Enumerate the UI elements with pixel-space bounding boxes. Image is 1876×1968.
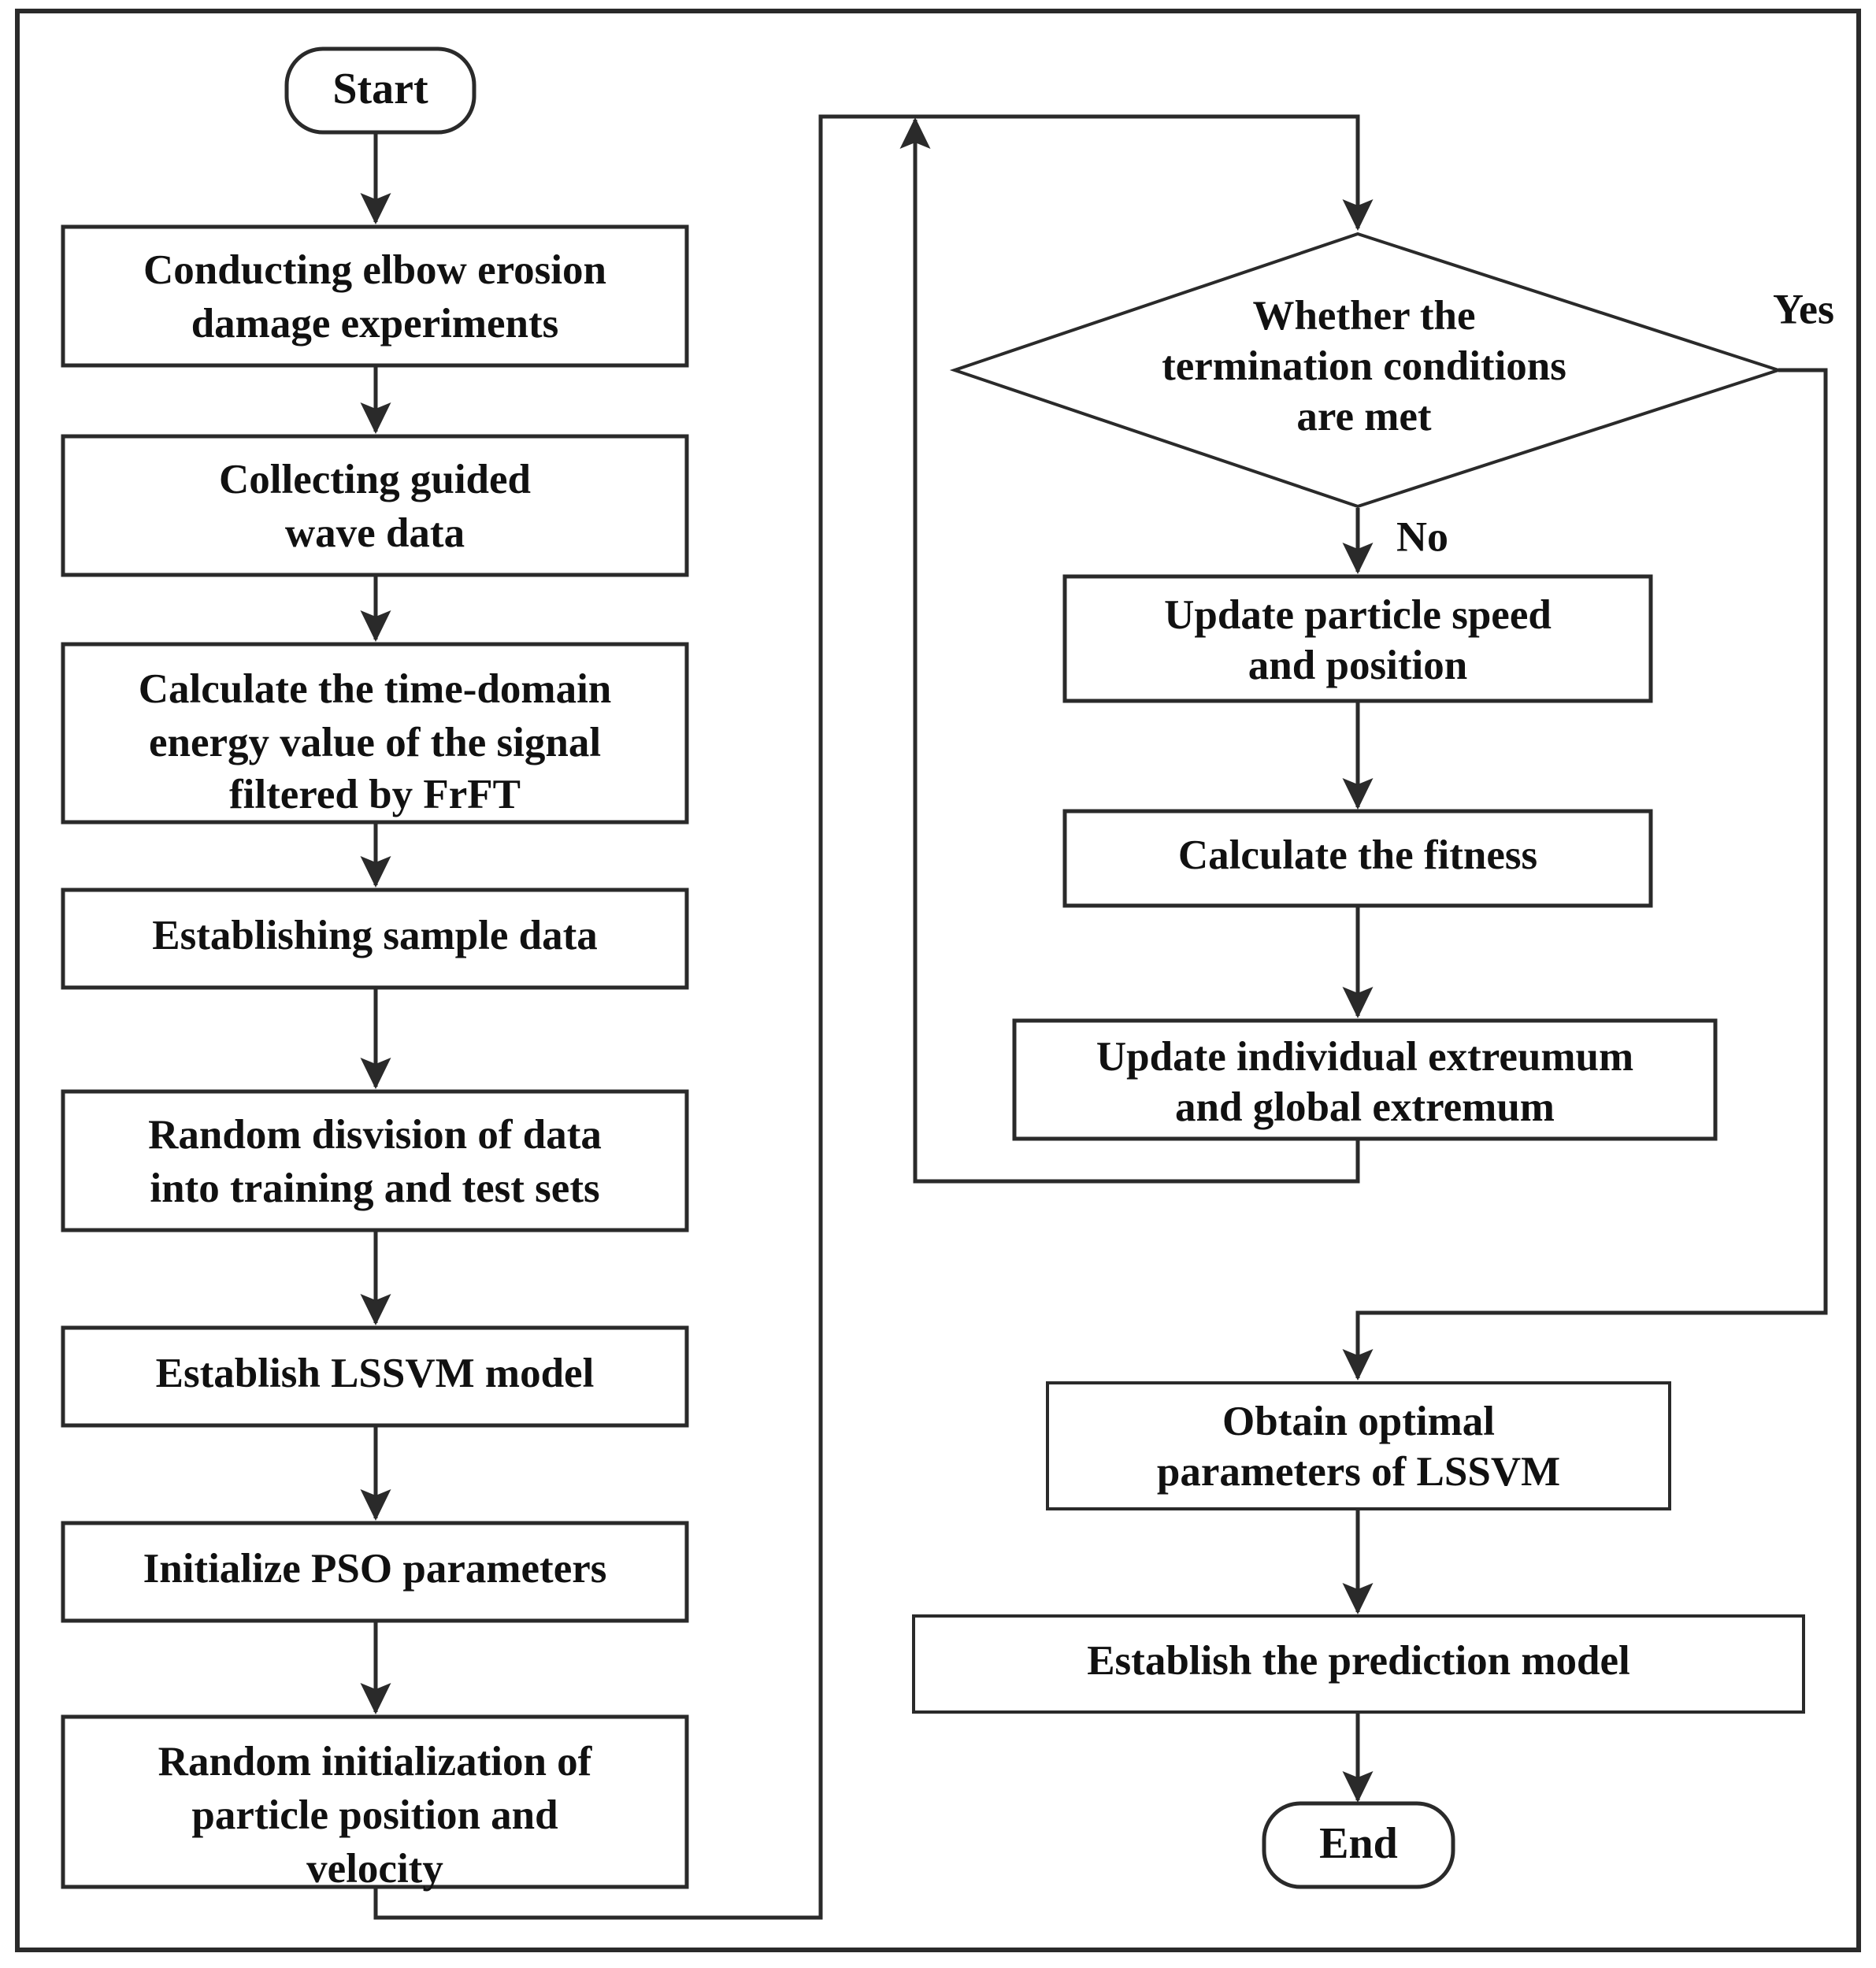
outer-frame xyxy=(15,9,1861,1952)
node-random-division[interactable]: Random disvision of data into training a… xyxy=(61,1089,689,1232)
node-random-init-particles[interactable]: Random initialization of particle positi… xyxy=(61,1714,689,1892)
node-calculate-energy-line2: energy value of the signal xyxy=(149,720,601,765)
node-conducting-experiments-line1: Conducting elbow erosion xyxy=(143,247,606,293)
node-start-label: Start xyxy=(332,65,428,113)
node-establishing-sample-data-line1: Establishing sample data xyxy=(152,913,597,958)
node-update-extremum[interactable]: Update individual extreumum and global e… xyxy=(1012,1018,1718,1141)
node-calculate-fitness[interactable]: Calculate the fitness xyxy=(1062,809,1653,908)
node-conducting-experiments[interactable]: Conducting elbow erosion damage experime… xyxy=(61,224,689,368)
edge-decision-yes-to-obtain xyxy=(1342,368,1828,1381)
node-start[interactable]: Start xyxy=(284,46,476,135)
node-collecting-wave-data-line1: Collecting guided xyxy=(219,457,531,502)
node-conducting-experiments-line2: damage experiments xyxy=(191,301,559,347)
node-establish-prediction-model[interactable]: Establish the prediction model xyxy=(912,1614,1805,1714)
node-establish-lssvm-line1: Establish LSSVM model xyxy=(156,1351,595,1396)
node-calculate-energy[interactable]: Calculate the time-domain energy value o… xyxy=(61,642,689,825)
node-random-init-particles-line1: Random initialization of xyxy=(158,1739,593,1785)
node-initialize-pso[interactable]: Initialize PSO parameters xyxy=(61,1521,689,1623)
node-collecting-wave-data-line2: wave data xyxy=(285,510,465,556)
node-decision-line1: Whether the xyxy=(1252,293,1475,339)
node-update-speed-position[interactable]: Update particle speed and position xyxy=(1062,574,1653,703)
node-random-init-particles-line2: particle position and xyxy=(191,1792,558,1838)
node-update-extremum-line2: and global extremum xyxy=(1175,1084,1555,1130)
node-obtain-optimal-params-line2: parameters of LSSVM xyxy=(1157,1449,1560,1495)
node-random-division-line2: into training and test sets xyxy=(150,1166,599,1211)
node-calculate-fitness-line1: Calculate the fitness xyxy=(1178,832,1537,878)
node-update-speed-position-line1: Update particle speed xyxy=(1164,592,1552,638)
node-update-speed-position-line2: and position xyxy=(1248,643,1467,688)
edge-extremum-loopback xyxy=(899,117,1360,1184)
node-update-extremum-line1: Update individual extreumum xyxy=(1096,1034,1633,1080)
node-establishing-sample-data[interactable]: Establishing sample data xyxy=(61,888,689,990)
node-random-init-particles-line3: velocity xyxy=(306,1846,443,1892)
node-calculate-energy-line1: Calculate the time-domain xyxy=(139,666,612,712)
node-decision-line2: termination conditions xyxy=(1162,343,1566,389)
node-decision-termination[interactable]: Whether the termination conditions are m… xyxy=(949,232,1784,509)
edge-random-init-to-decision xyxy=(373,114,1374,1920)
edge-label-yes: Yes xyxy=(1773,285,1834,332)
node-decision-line3: are met xyxy=(1296,394,1432,439)
node-end[interactable]: End xyxy=(1262,1801,1455,1889)
node-obtain-optimal-params-line1: Obtain optimal xyxy=(1222,1399,1495,1444)
node-establish-lssvm[interactable]: Establish LSSVM model xyxy=(61,1325,689,1428)
node-initialize-pso-line1: Initialize PSO parameters xyxy=(143,1546,607,1592)
node-random-division-line1: Random disvision of data xyxy=(148,1112,602,1158)
edge-label-no: No xyxy=(1396,513,1448,560)
node-end-label: End xyxy=(1319,1819,1398,1868)
node-establish-prediction-model-line1: Establish the prediction model xyxy=(1087,1638,1630,1684)
node-obtain-optimal-params[interactable]: Obtain optimal parameters of LSSVM xyxy=(1046,1381,1671,1510)
node-collecting-wave-data[interactable]: Collecting guided wave data xyxy=(61,434,689,577)
node-calculate-energy-line3: filtered by FrFT xyxy=(229,772,521,817)
